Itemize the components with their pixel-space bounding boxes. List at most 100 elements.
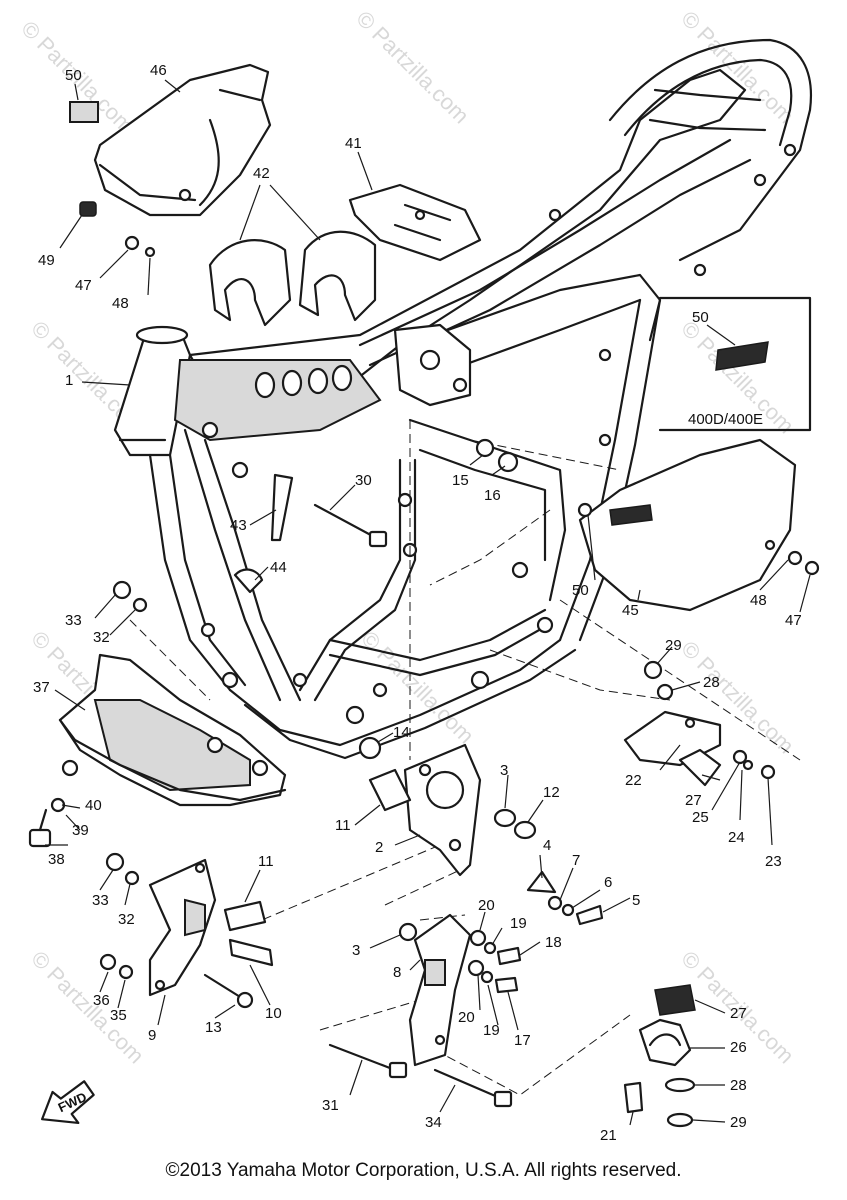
nut bbox=[99, 953, 117, 971]
callout-47: 47 bbox=[75, 277, 92, 294]
callout-19: 19 bbox=[510, 915, 527, 932]
nut bbox=[666, 1112, 694, 1128]
callout-50: 50 bbox=[692, 309, 709, 326]
callout-5: 5 bbox=[632, 892, 640, 909]
callout-25: 25 bbox=[692, 809, 709, 826]
side-cover-left bbox=[69, 63, 272, 217]
bolt bbox=[494, 976, 519, 994]
collar bbox=[513, 820, 537, 840]
washer bbox=[124, 870, 140, 886]
callout-20: 20 bbox=[458, 1009, 475, 1026]
bolt-head bbox=[388, 1061, 408, 1079]
callout-14: 14 bbox=[393, 724, 410, 741]
spacer bbox=[493, 808, 517, 828]
callout-41: 41 bbox=[345, 135, 362, 152]
callout-36: 36 bbox=[93, 992, 110, 1009]
callout-3: 3 bbox=[500, 762, 508, 779]
callout-47: 47 bbox=[785, 612, 802, 629]
callout-4: 4 bbox=[543, 837, 551, 854]
callout-26: 26 bbox=[730, 1039, 747, 1056]
decal-label bbox=[69, 101, 99, 123]
bracket bbox=[526, 870, 557, 894]
callout-33: 33 bbox=[65, 612, 82, 629]
bolt bbox=[623, 1081, 644, 1114]
bolt bbox=[804, 560, 820, 576]
bolt bbox=[643, 660, 663, 680]
callout-23: 23 bbox=[765, 853, 782, 870]
washer bbox=[469, 929, 487, 947]
cable-tie bbox=[270, 473, 294, 542]
washer bbox=[561, 903, 575, 917]
side-cover-right bbox=[577, 438, 797, 612]
bolt-head bbox=[493, 1090, 513, 1108]
callout-28: 28 bbox=[703, 674, 720, 691]
bolt bbox=[124, 235, 140, 251]
bolt-shank bbox=[38, 808, 48, 832]
bolt-head bbox=[236, 991, 254, 1009]
callout-37: 37 bbox=[33, 679, 50, 696]
callout-32: 32 bbox=[118, 911, 135, 928]
callout-46: 46 bbox=[150, 62, 167, 79]
callout-30: 30 bbox=[355, 472, 372, 489]
rear-mount-bracket bbox=[623, 710, 722, 787]
long-bolt bbox=[328, 1043, 397, 1072]
washer bbox=[742, 759, 754, 771]
callout-50: 50 bbox=[65, 67, 82, 84]
callout-48: 48 bbox=[750, 592, 767, 609]
callout-27: 27 bbox=[685, 792, 702, 809]
collar bbox=[368, 768, 412, 812]
callout-50: 50 bbox=[572, 582, 589, 599]
spacer bbox=[398, 922, 418, 942]
callout-28: 28 bbox=[730, 1077, 747, 1094]
washer bbox=[132, 597, 148, 613]
callout-18: 18 bbox=[545, 934, 562, 951]
washer bbox=[144, 246, 156, 258]
callout-10: 10 bbox=[265, 1005, 282, 1022]
leader-lines bbox=[45, 79, 811, 1126]
heat-shields bbox=[208, 230, 377, 327]
bolt-head bbox=[368, 530, 388, 548]
callout-29: 29 bbox=[730, 1114, 747, 1131]
washer bbox=[118, 964, 134, 980]
callout-11: 11 bbox=[335, 817, 351, 834]
bolt bbox=[28, 828, 52, 848]
callout-1: 1 bbox=[65, 372, 73, 389]
callout-49: 49 bbox=[38, 252, 55, 269]
collar bbox=[228, 938, 274, 967]
variant-label: 400D/400E bbox=[688, 411, 763, 428]
long-bolt bbox=[433, 1068, 502, 1100]
callout-44: 44 bbox=[270, 559, 287, 576]
callout-19: 19 bbox=[483, 1022, 500, 1039]
washer bbox=[483, 941, 497, 955]
callout-7: 7 bbox=[572, 852, 580, 869]
engine-mount-plate bbox=[403, 743, 482, 877]
callout-11: 11 bbox=[258, 853, 274, 870]
watermark: © Partzilla.com bbox=[26, 946, 149, 1069]
bolt bbox=[358, 736, 382, 760]
callout-3: 3 bbox=[352, 942, 360, 959]
callout-42: 42 bbox=[253, 165, 270, 182]
callout-24: 24 bbox=[728, 829, 745, 846]
callout-31: 31 bbox=[322, 1097, 339, 1114]
callout-34: 34 bbox=[425, 1114, 442, 1131]
copyright-notice: ©2013 Yamaha Motor Corporation, U.S.A. A… bbox=[165, 1160, 682, 1181]
callout-48: 48 bbox=[112, 295, 129, 312]
callout-15: 15 bbox=[452, 472, 469, 489]
washer bbox=[664, 1077, 696, 1093]
variant-box: 400D/400E bbox=[658, 296, 812, 432]
callout-9: 9 bbox=[148, 1027, 156, 1044]
callout-40: 40 bbox=[85, 797, 102, 814]
callout-12: 12 bbox=[543, 784, 560, 801]
fwd-arrow: FWD bbox=[41, 1080, 95, 1125]
callout-39: 39 bbox=[72, 822, 89, 839]
washer bbox=[787, 550, 803, 566]
callout-22: 22 bbox=[625, 772, 642, 789]
dashed-leaders bbox=[129, 420, 801, 1096]
nut bbox=[61, 759, 79, 777]
nut bbox=[112, 580, 132, 600]
callout-8: 8 bbox=[393, 964, 401, 981]
callout-43: 43 bbox=[230, 517, 247, 534]
callout-32: 32 bbox=[93, 629, 110, 646]
collar bbox=[223, 900, 267, 932]
